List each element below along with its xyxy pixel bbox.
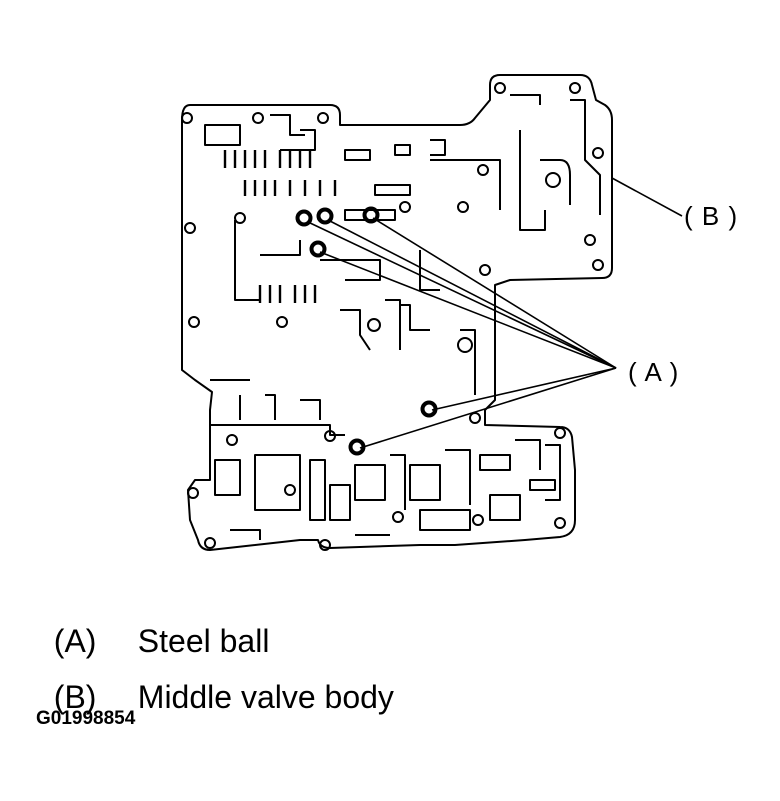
legend-key: (A) [53,623,97,659]
steel-ball [348,438,366,456]
steel-ball [362,206,380,224]
legend-key: (B) [53,679,97,715]
steel-balls [295,206,438,456]
legend-row-steel-ball: (A) Steel ball [36,586,270,660]
callout-label-b: ( B ) [684,201,739,231]
steel-ball [316,207,334,225]
callout-label-a: ( A ) [628,357,680,387]
valve-body-diagram [181,74,683,551]
bolt-holes [181,82,604,551]
steel-ball-leaders [307,217,617,449]
figure-id: G01998854 [36,708,136,729]
steel-ball [420,400,438,418]
middle-valve-body-leader [611,177,683,217]
port-slots [223,150,337,303]
legend-text: Steel ball [137,623,270,659]
steel-ball [295,209,313,227]
valve-body-outline [181,74,613,551]
legend-row-middle-valve-body: (B) Middle valve body [36,642,394,716]
legend-text: Middle valve body [137,679,394,715]
passage-channels [204,94,601,540]
steel-ball [309,240,327,258]
